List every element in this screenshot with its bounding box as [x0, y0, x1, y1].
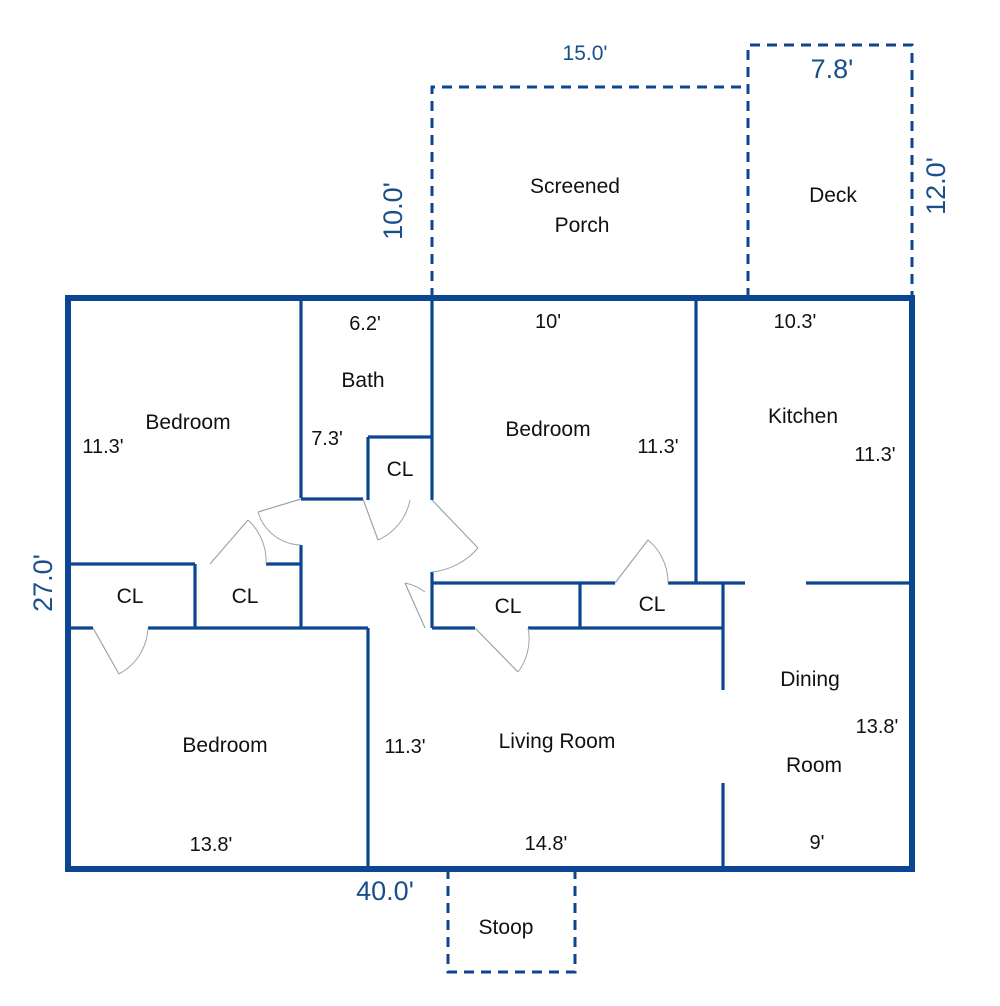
dim-kitchen-width: 10.3'	[774, 311, 817, 333]
dim-bedroom-center-width: 10'	[535, 311, 561, 333]
deck-outline	[746, 43, 914, 298]
room-label-bedroom-center: Bedroom	[505, 418, 590, 441]
dim-bedroom-nw-depth: 11.3'	[82, 436, 123, 458]
room-label-closet-center-1: CL	[495, 595, 522, 618]
dim-porch-depth: 10.0'	[378, 182, 408, 240]
overall-dimensions: 40.0' 27.0' 15.0' 10.0' 7.8' 12.0'	[28, 42, 951, 906]
room-label-deck: Deck	[809, 184, 857, 207]
dim-living-room-depth: 11.3'	[384, 736, 425, 758]
interior-walls	[68, 298, 912, 869]
room-dimensions: 11.3' 6.2' 7.3' 10' 11.3' 10.3' 11.3' 13…	[82, 311, 898, 856]
room-label-kitchen: Kitchen	[768, 405, 838, 428]
dim-porch-width: 15.0'	[563, 42, 608, 65]
room-label-living-room: Living Room	[499, 730, 616, 753]
room-label-porch-2: Porch	[555, 214, 610, 237]
room-label-closet-center-2: CL	[639, 593, 666, 616]
room-label-bath: Bath	[341, 369, 384, 392]
dim-deck-depth: 12.0'	[921, 157, 951, 215]
room-label-stoop: Stoop	[479, 916, 534, 939]
dim-dining-depth: 13.8'	[856, 716, 899, 738]
dim-overall-depth: 27.0'	[28, 554, 58, 612]
dim-bath-depth: 7.3'	[311, 428, 343, 450]
dim-bath-width: 6.2'	[349, 313, 381, 335]
room-label-closet-west-1: CL	[117, 585, 144, 608]
room-label-bedroom-sw: Bedroom	[182, 734, 267, 757]
room-label-dining-1: Dining	[780, 668, 840, 691]
room-labels: Bedroom Bath CL Bedroom Kitchen CL CL CL…	[117, 175, 858, 939]
room-label-bath-closet: CL	[387, 458, 414, 481]
porch-outline	[430, 85, 748, 298]
dim-deck-width: 7.8'	[811, 54, 854, 84]
dim-kitchen-depth: 11.3'	[854, 444, 895, 466]
dim-living-room-width: 14.8'	[525, 833, 568, 855]
room-label-dining-2: Room	[786, 754, 842, 777]
dim-bedroom-center-depth: 11.3'	[637, 436, 678, 458]
room-label-closet-west-2: CL	[232, 585, 259, 608]
stoop-outline	[446, 869, 577, 974]
room-label-porch-1: Screened	[530, 175, 620, 198]
door-swings	[92, 498, 669, 675]
room-label-bedroom-nw: Bedroom	[145, 411, 230, 434]
dim-bedroom-sw-width: 13.8'	[190, 834, 233, 856]
dim-dining-width: 9'	[810, 832, 825, 854]
dim-overall-width: 40.0'	[356, 876, 414, 906]
